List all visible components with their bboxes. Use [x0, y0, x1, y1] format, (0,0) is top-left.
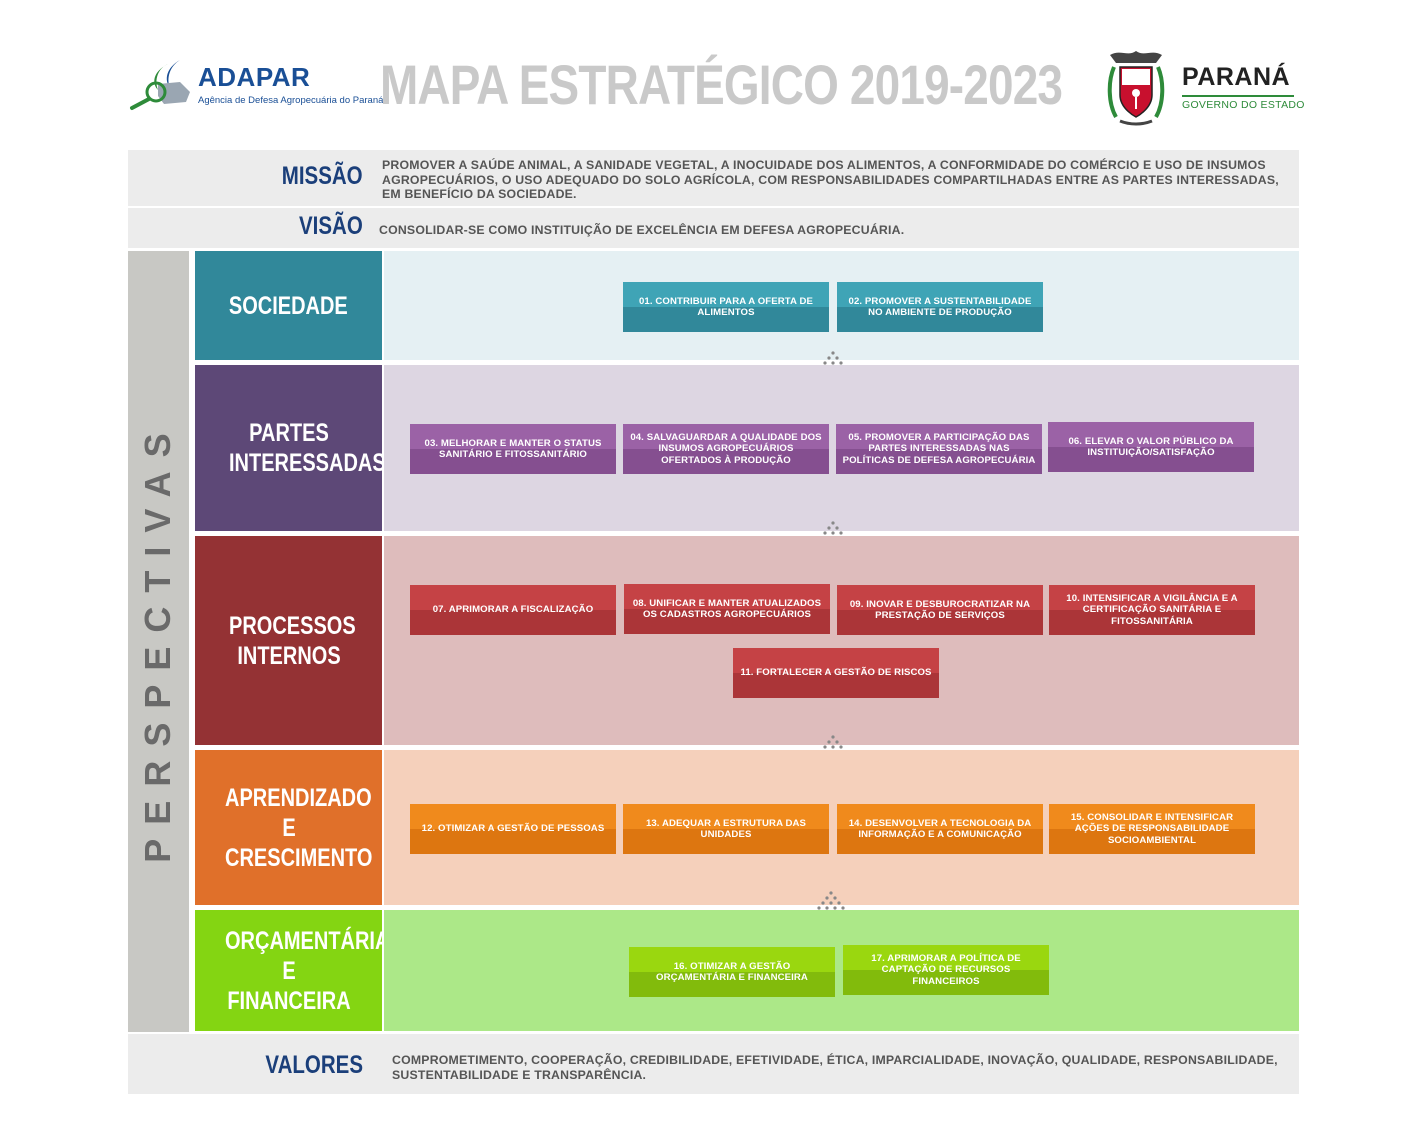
valores-label: VALORES: [265, 1051, 363, 1079]
parana-divider: [1182, 95, 1294, 97]
perspective-financeira-label: ORÇAMENTÁRIA E FINANCEIRA: [195, 910, 389, 1031]
perspective-processos-label: PROCESSOS INTERNOS: [195, 536, 382, 745]
parana-subtitle: GOVERNO DO ESTADO: [1182, 99, 1305, 111]
objective-01: 01. CONTRIBUIR PARA A OFERTA DE ALIMENTO…: [623, 282, 829, 332]
page-title: MAPA ESTRATÉGICO 2019-2023: [380, 53, 1063, 116]
objective-11: 11. FORTALECER A GESTÃO DE RISCOS: [733, 648, 939, 698]
objective-16: 16. OTIMIZAR A GESTÃO ORÇAMENTÁRIA E FIN…: [629, 947, 835, 997]
adapar-logo: ADAPAR Agência de Defesa Agropecuária do…: [128, 58, 383, 112]
visao-label: VISÃO: [299, 212, 363, 240]
perspective-financeira-area: [384, 910, 1299, 1031]
objective-04: 04. SALVAGUARDAR A QUALIDADE DOS INSUMOS…: [623, 424, 829, 474]
perspectivas-label: PERSPECTIVAS: [137, 419, 178, 863]
objective-15: 15. CONSOLIDAR E INTENSIFICAR AÇÕES DE R…: [1049, 804, 1255, 854]
objective-03: 03. MELHORAR E MANTER O STATUS SANITÁRIO…: [410, 424, 616, 474]
objective-09: 09. INOVAR E DESBUROCRATIZAR NA PRESTAÇÃ…: [837, 585, 1043, 635]
perspective-sociedade-label: SOCIEDADE: [195, 251, 382, 360]
valores-text: COMPROMETIMENTO, COOPERAÇÃO, CREDIBILIDA…: [392, 1053, 1278, 1082]
perspective-processos-area: [384, 536, 1299, 745]
perspective-label-text: ORÇAMENTÁRIA E FINANCEIRA: [224, 926, 389, 1015]
perspective-partes-label: PARTES INTERESSADAS: [195, 365, 386, 531]
objective-13: 13. ADEQUAR A ESTRUTURA DAS UNIDADES: [623, 804, 829, 854]
perspective-label-text: PROCESSOS INTERNOS: [228, 611, 356, 670]
objective-06: 06. ELEVAR O VALOR PÚBLICO DA INSTITUIÇÃ…: [1048, 422, 1254, 472]
perspectivas-bar: PERSPECTIVAS: [128, 251, 189, 1032]
objective-05: 05. PROMOVER A PARTICIPAÇÃO DAS PARTES I…: [836, 424, 1042, 474]
missao-text: PROMOVER A SAÚDE ANIMAL, A SANIDADE VEGE…: [382, 158, 1279, 201]
parana-coat-of-arms-icon: [1107, 51, 1165, 126]
objective-07: 07. APRIMORAR A FISCALIZAÇÃO: [410, 585, 616, 635]
objective-02: 02. PROMOVER A SUSTENTABILIDADE NO AMBIE…: [837, 282, 1043, 332]
adapar-subtitle: Agência de Defesa Agropecuária do Paraná: [198, 95, 384, 106]
perspective-aprendizado-label: APRENDIZADO E CRESCIMENTO: [195, 750, 382, 905]
perspective-label-text: SOCIEDADE: [229, 291, 348, 320]
visao-text: CONSOLIDAR-SE COMO INSTITUIÇÃO DE EXCELÊ…: [379, 223, 905, 237]
valores-band: VALORES COMPROMETIMENTO, COOPERAÇÃO, CRE…: [128, 1034, 1299, 1094]
visao-band: VISÃO CONSOLIDAR-SE COMO INSTITUIÇÃO DE …: [128, 208, 1299, 248]
missao-label: MISSÃO: [282, 162, 363, 190]
perspective-label-text: PARTES INTERESSADAS: [228, 419, 386, 477]
adapar-name: ADAPAR: [198, 62, 311, 92]
parana-logo: PARANÁ GOVERNO DO ESTADO: [1100, 47, 1304, 129]
missao-band: MISSÃO PROMOVER A SAÚDE ANIMAL, A SANIDA…: [128, 150, 1299, 206]
objective-12: 12. OTIMIZAR A GESTÃO DE PESSOAS: [410, 804, 616, 854]
objective-10: 10. INTENSIFICAR A VIGILÂNCIA E A CERTIF…: [1049, 585, 1255, 635]
objective-17: 17. APRIMORAR A POLÍTICA DE CAPTAÇÃO DE …: [843, 945, 1049, 995]
objective-08: 08. UNIFICAR E MANTER ATUALIZADOS OS CAD…: [624, 584, 830, 634]
objective-14: 14. DESENVOLVER A TECNOLOGIA DA INFORMAÇ…: [837, 804, 1043, 854]
parana-name: PARANÁ: [1182, 63, 1291, 91]
adapar-emblem-icon: [130, 60, 190, 110]
perspective-label-text: APRENDIZADO E CRESCIMENTO: [224, 783, 372, 872]
